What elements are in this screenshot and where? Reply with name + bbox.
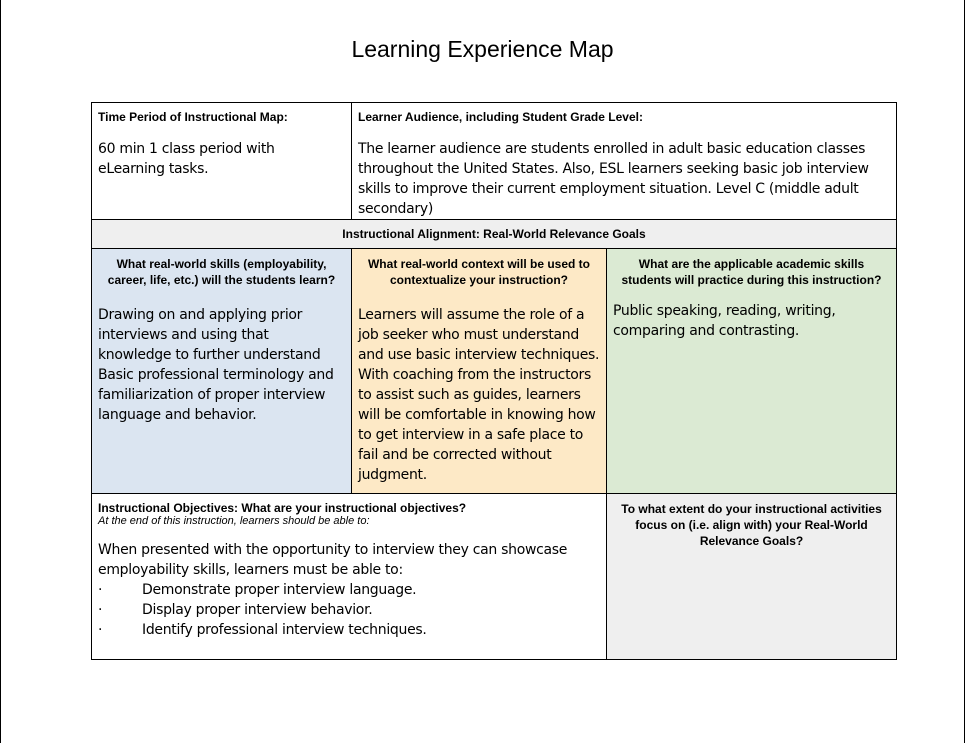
row-objectives: Instructional Objectives: What are your … bbox=[91, 493, 898, 660]
extent-cell: To what extent do your instructional act… bbox=[605, 493, 898, 660]
row-goals: What real-world skills (employability, c… bbox=[91, 248, 898, 494]
row-time-audience: Time Period of Instructional Map: 60 min… bbox=[91, 102, 898, 220]
document-title: Learning Experience Map bbox=[351, 36, 614, 62]
learning-experience-table: Time Period of Instructional Map: 60 min… bbox=[90, 102, 898, 660]
academic-cell: What are the applicable academic skills … bbox=[605, 248, 898, 494]
time-period-label: Time Period of Instructional Map: bbox=[98, 110, 288, 124]
list-item: · Identify professional interview techniq… bbox=[98, 620, 600, 640]
context-answer: Learners will assume the role of a job s… bbox=[358, 307, 600, 483]
page-left-border bbox=[0, 0, 1, 743]
extent-question: To what extent do your instructional act… bbox=[621, 502, 882, 548]
objective-text: Display proper interview behavior. bbox=[142, 602, 373, 618]
objective-text: Identify professional interview techniqu… bbox=[142, 622, 427, 638]
objectives-heading: Instructional Objectives: What are your … bbox=[98, 501, 467, 515]
skills-cell: What real-world skills (employability, c… bbox=[91, 248, 352, 494]
audience-cell: Learner Audience, including Student Grad… bbox=[350, 102, 898, 220]
audience-label: Learner Audience, including Student Grad… bbox=[358, 110, 643, 124]
bullet: · bbox=[98, 602, 103, 618]
objective-text: Demonstrate proper interview language. bbox=[142, 582, 417, 598]
objectives-list: ·Demonstrate proper interview language. … bbox=[98, 580, 600, 640]
objectives-subheading: At the end of this instruction, learners… bbox=[98, 515, 370, 527]
academic-answer: Public speaking, reading, writing, compa… bbox=[613, 303, 836, 339]
bullet: · bbox=[98, 622, 103, 638]
context-question: What real-world context will be used to … bbox=[367, 257, 591, 287]
time-period-cell: Time Period of Instructional Map: 60 min… bbox=[91, 102, 352, 220]
list-item: · Demonstrate proper interview language. bbox=[98, 580, 600, 600]
list-item: · Display proper interview behavior. bbox=[98, 600, 600, 620]
context-cell: What real-world context will be used to … bbox=[351, 248, 607, 494]
academic-question: What are the applicable academic skills … bbox=[621, 257, 882, 287]
alignment-cell: Instructional Alignment: Real-World Rele… bbox=[90, 219, 898, 249]
alignment-label: Instructional Alignment: Real-World Rele… bbox=[342, 227, 646, 241]
skills-question: What real-world skills (employability, c… bbox=[107, 257, 336, 287]
bullet: · bbox=[98, 582, 103, 598]
time-period-value: 60 min 1 class period with eLearning tas… bbox=[98, 141, 275, 177]
audience-value: The learner audience are students enroll… bbox=[358, 141, 869, 217]
row-alignment: Instructional Alignment: Real-World Rele… bbox=[90, 219, 898, 249]
objectives-intro: When presented with the opportunity to i… bbox=[98, 542, 568, 578]
objectives-cell: Instructional Objectives: What are your … bbox=[91, 493, 607, 660]
skills-answer: Drawing on and applying prior interviews… bbox=[98, 307, 334, 423]
